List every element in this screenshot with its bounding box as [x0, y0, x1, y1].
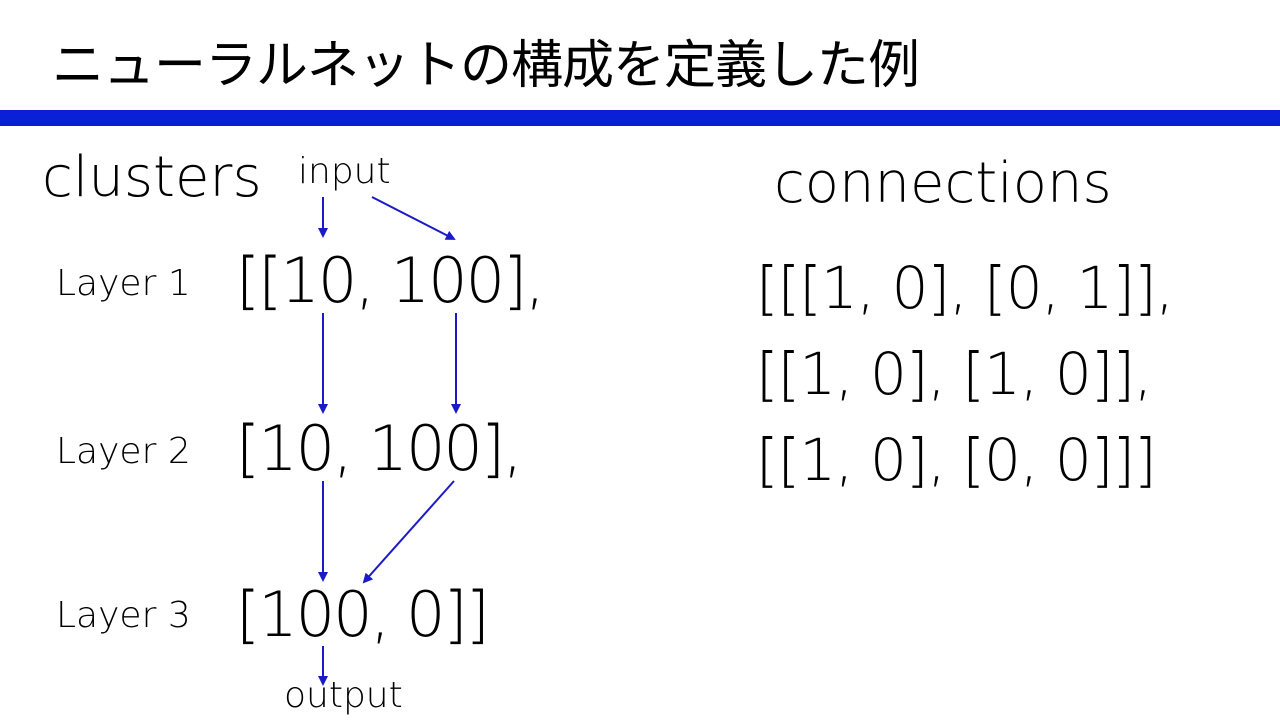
slide-title: ニューラルネットの構成を定義した例 — [52, 36, 920, 96]
output-label: output — [284, 675, 403, 716]
connections-line-2: [[1, 0], [1, 0]], — [756, 340, 1152, 408]
connections-line-3: [[1, 0], [0, 0]]] — [756, 426, 1157, 494]
title-underline — [0, 110, 1280, 126]
layer-3-label: Layer 3 — [56, 595, 191, 636]
layer-2-label: Layer 2 — [56, 431, 191, 472]
input-label: input — [298, 151, 391, 192]
connections-heading: connections — [774, 151, 1112, 216]
connections-line-1: [[[1, 0], [0, 1]], — [756, 254, 1174, 322]
clusters-heading: clusters — [42, 145, 262, 210]
layer-1-label: Layer 1 — [56, 263, 191, 304]
layer-2-code: [10, 100], — [236, 412, 523, 485]
arrow-input-to-layer1-right — [371, 196, 456, 240]
layer-3-code: [100, 0]] — [236, 578, 490, 651]
arrow-layer2-to-layer3-right — [362, 480, 455, 584]
layer-1-code: [[10, 100], — [236, 244, 545, 317]
